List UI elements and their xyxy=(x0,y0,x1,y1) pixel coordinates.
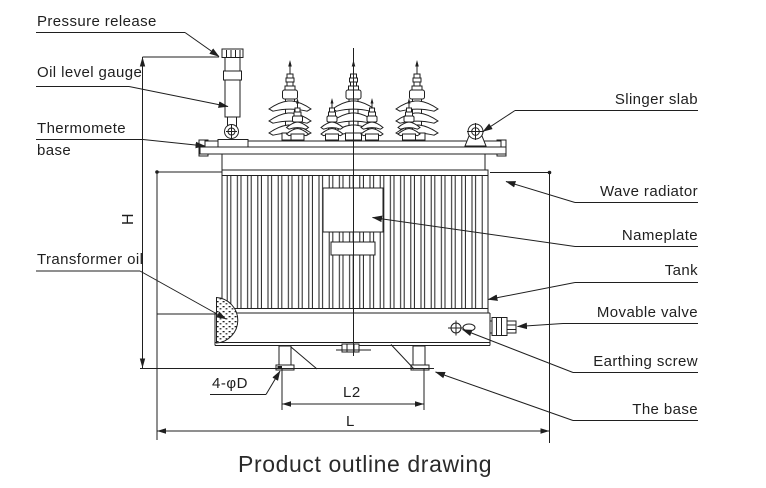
label-oil-level-gauge: Oil level gauge xyxy=(37,64,143,81)
movable-valve-part xyxy=(490,317,517,336)
leader-lines xyxy=(128,32,576,421)
label-thermometer-base-line2: base xyxy=(37,142,72,159)
lower-tank xyxy=(214,312,491,346)
label-dim-4phid: 4-φD xyxy=(212,375,248,392)
drawing-caption: Product outline drawing xyxy=(238,451,493,477)
callout-underlines xyxy=(36,32,698,421)
earthing-screw-part xyxy=(448,320,476,336)
label-the-base: The base xyxy=(632,401,698,418)
pressure-release-device xyxy=(217,48,249,148)
label-wave-radiator: Wave radiator xyxy=(599,183,698,200)
label-pressure-release: Pressure release xyxy=(37,13,157,30)
label-transformer-oil: Transformer oil xyxy=(37,251,144,268)
base-feet xyxy=(275,343,430,371)
label-slinger-slab: Slinger slab xyxy=(614,91,698,108)
slinger-lug xyxy=(464,123,487,147)
label-dim-h: H xyxy=(120,212,137,226)
dimension-lines xyxy=(139,56,552,443)
label-thermometer-base-line1: Thermomete xyxy=(37,120,127,137)
transformer-oil-cutaway xyxy=(216,296,239,344)
label-dim-l2: L2 xyxy=(343,384,361,401)
label-earthing-screw: Earthing screw xyxy=(593,353,698,370)
label-tank: Tank xyxy=(664,262,698,279)
label-dim-l: L xyxy=(346,413,355,430)
label-movable-valve: Movable valve xyxy=(596,304,698,321)
label-nameplate: Nameplate xyxy=(621,227,698,244)
